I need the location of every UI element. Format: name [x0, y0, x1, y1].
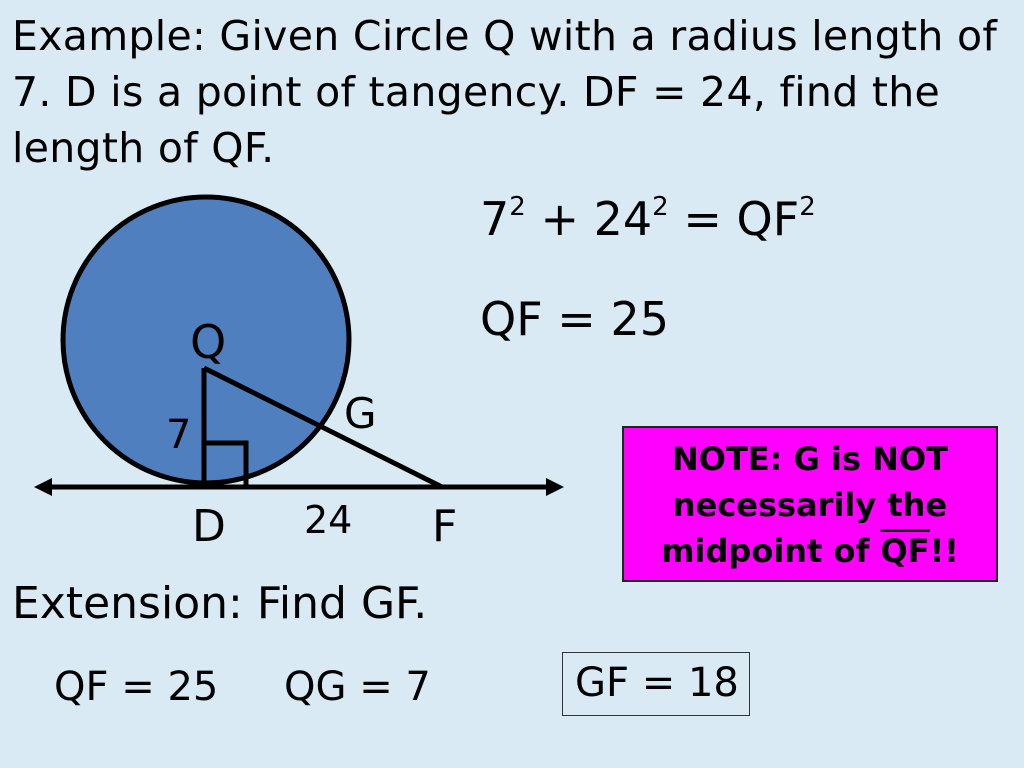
- note-box: NOTE: G is NOT necessarily the midpoint …: [622, 426, 998, 582]
- left-arrowhead: [34, 478, 52, 496]
- right-angle-mark: [204, 440, 249, 487]
- segment-qf: [202, 365, 444, 490]
- qf-result: QF = 25: [480, 292, 669, 346]
- extension-qg: QG = 7: [284, 664, 431, 710]
- note-line-3: midpoint of QF!!: [661, 532, 959, 570]
- label-d: D: [192, 501, 226, 552]
- tangent-diagram: Q G 7 D 24 F: [34, 194, 564, 552]
- extension-qf: QF = 25: [54, 664, 219, 710]
- gf-answer-box: GF = 18: [562, 652, 750, 716]
- note-line-2: necessarily the: [672, 486, 948, 524]
- right-arrowhead: [546, 478, 564, 496]
- problem-statement: Example: Given Circle Q with a radius le…: [12, 12, 998, 172]
- label-q: Q: [190, 315, 226, 369]
- extension-title: Extension: Find GF.: [12, 578, 428, 629]
- label-24: 24: [304, 498, 352, 542]
- pythagorean-equation: 72 + 242 = QF2: [480, 192, 816, 246]
- label-g: G: [344, 389, 377, 438]
- label-f: F: [432, 501, 457, 552]
- segment-qf-notation: QF: [880, 532, 930, 570]
- label-radius-7: 7: [166, 412, 191, 458]
- note-line-1: NOTE: G is NOT: [672, 440, 948, 478]
